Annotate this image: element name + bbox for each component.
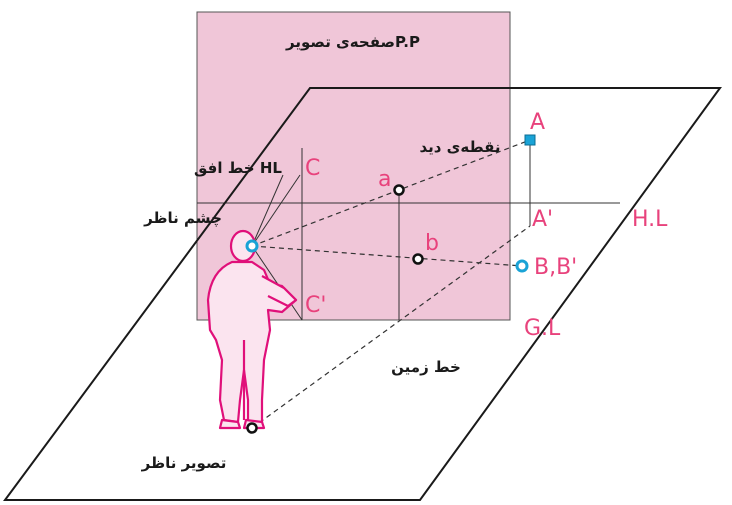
sight-ray-b (251, 245, 523, 267)
label-sight-point: نقطه‌ی دید (419, 138, 500, 156)
label-C-prime: C' (305, 293, 326, 318)
label-HL: H.L (632, 207, 668, 232)
label-picture-plane: صفحه‌ی تصویرP.P (285, 33, 420, 51)
label-b: b (425, 231, 439, 256)
label-C: C (305, 156, 320, 181)
marker-B (515, 259, 529, 273)
ground-plane (3, 87, 722, 501)
observer-figure (206, 229, 298, 430)
label-A-prime: A' (532, 207, 553, 232)
label-A: A (530, 110, 545, 135)
hl-pointer-1 (251, 174, 301, 247)
hl-pointer-2 (251, 174, 284, 247)
label-horizon-line: خط افق HL (194, 159, 282, 177)
marker-eye (245, 239, 259, 253)
marker-a (393, 184, 405, 196)
label-a: a (378, 167, 391, 192)
label-B: B,B' (534, 255, 577, 280)
sight-ray-a (251, 139, 531, 247)
label-observer-image: تصویر ناظر (141, 454, 227, 472)
marker-observer-image (246, 422, 258, 434)
label-eye-of-observer: چشم ناظر (143, 209, 222, 228)
ground-ray (251, 225, 531, 429)
label-GL: G.L (524, 316, 561, 341)
marker-b (412, 253, 424, 265)
marker-A (524, 134, 536, 146)
label-ground-line: خط زمین (391, 358, 461, 376)
